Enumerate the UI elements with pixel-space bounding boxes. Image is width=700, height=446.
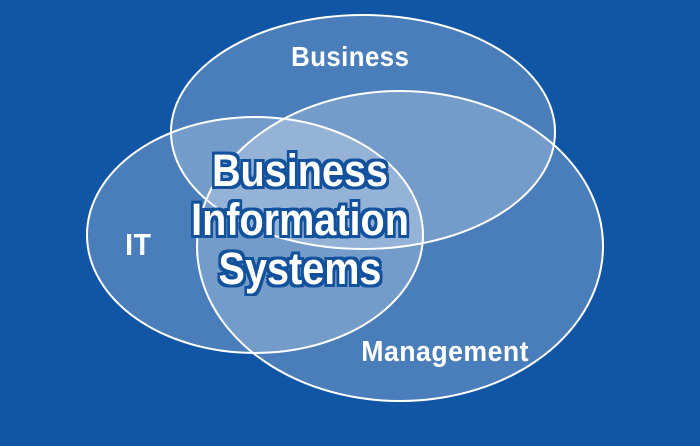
diagram-title-line-1: Business: [211, 145, 389, 196]
diagram-title-line-3: Systems: [218, 243, 382, 294]
circle-label-business: Business: [291, 41, 410, 72]
venn-circle-management-outline: [196, 90, 604, 402]
circle-label-it: IT: [125, 227, 152, 262]
diagram-title-line-2: Information: [191, 194, 409, 245]
circle-label-management: Management: [361, 336, 529, 368]
diagram-title: Business Information Systems: [150, 146, 449, 293]
